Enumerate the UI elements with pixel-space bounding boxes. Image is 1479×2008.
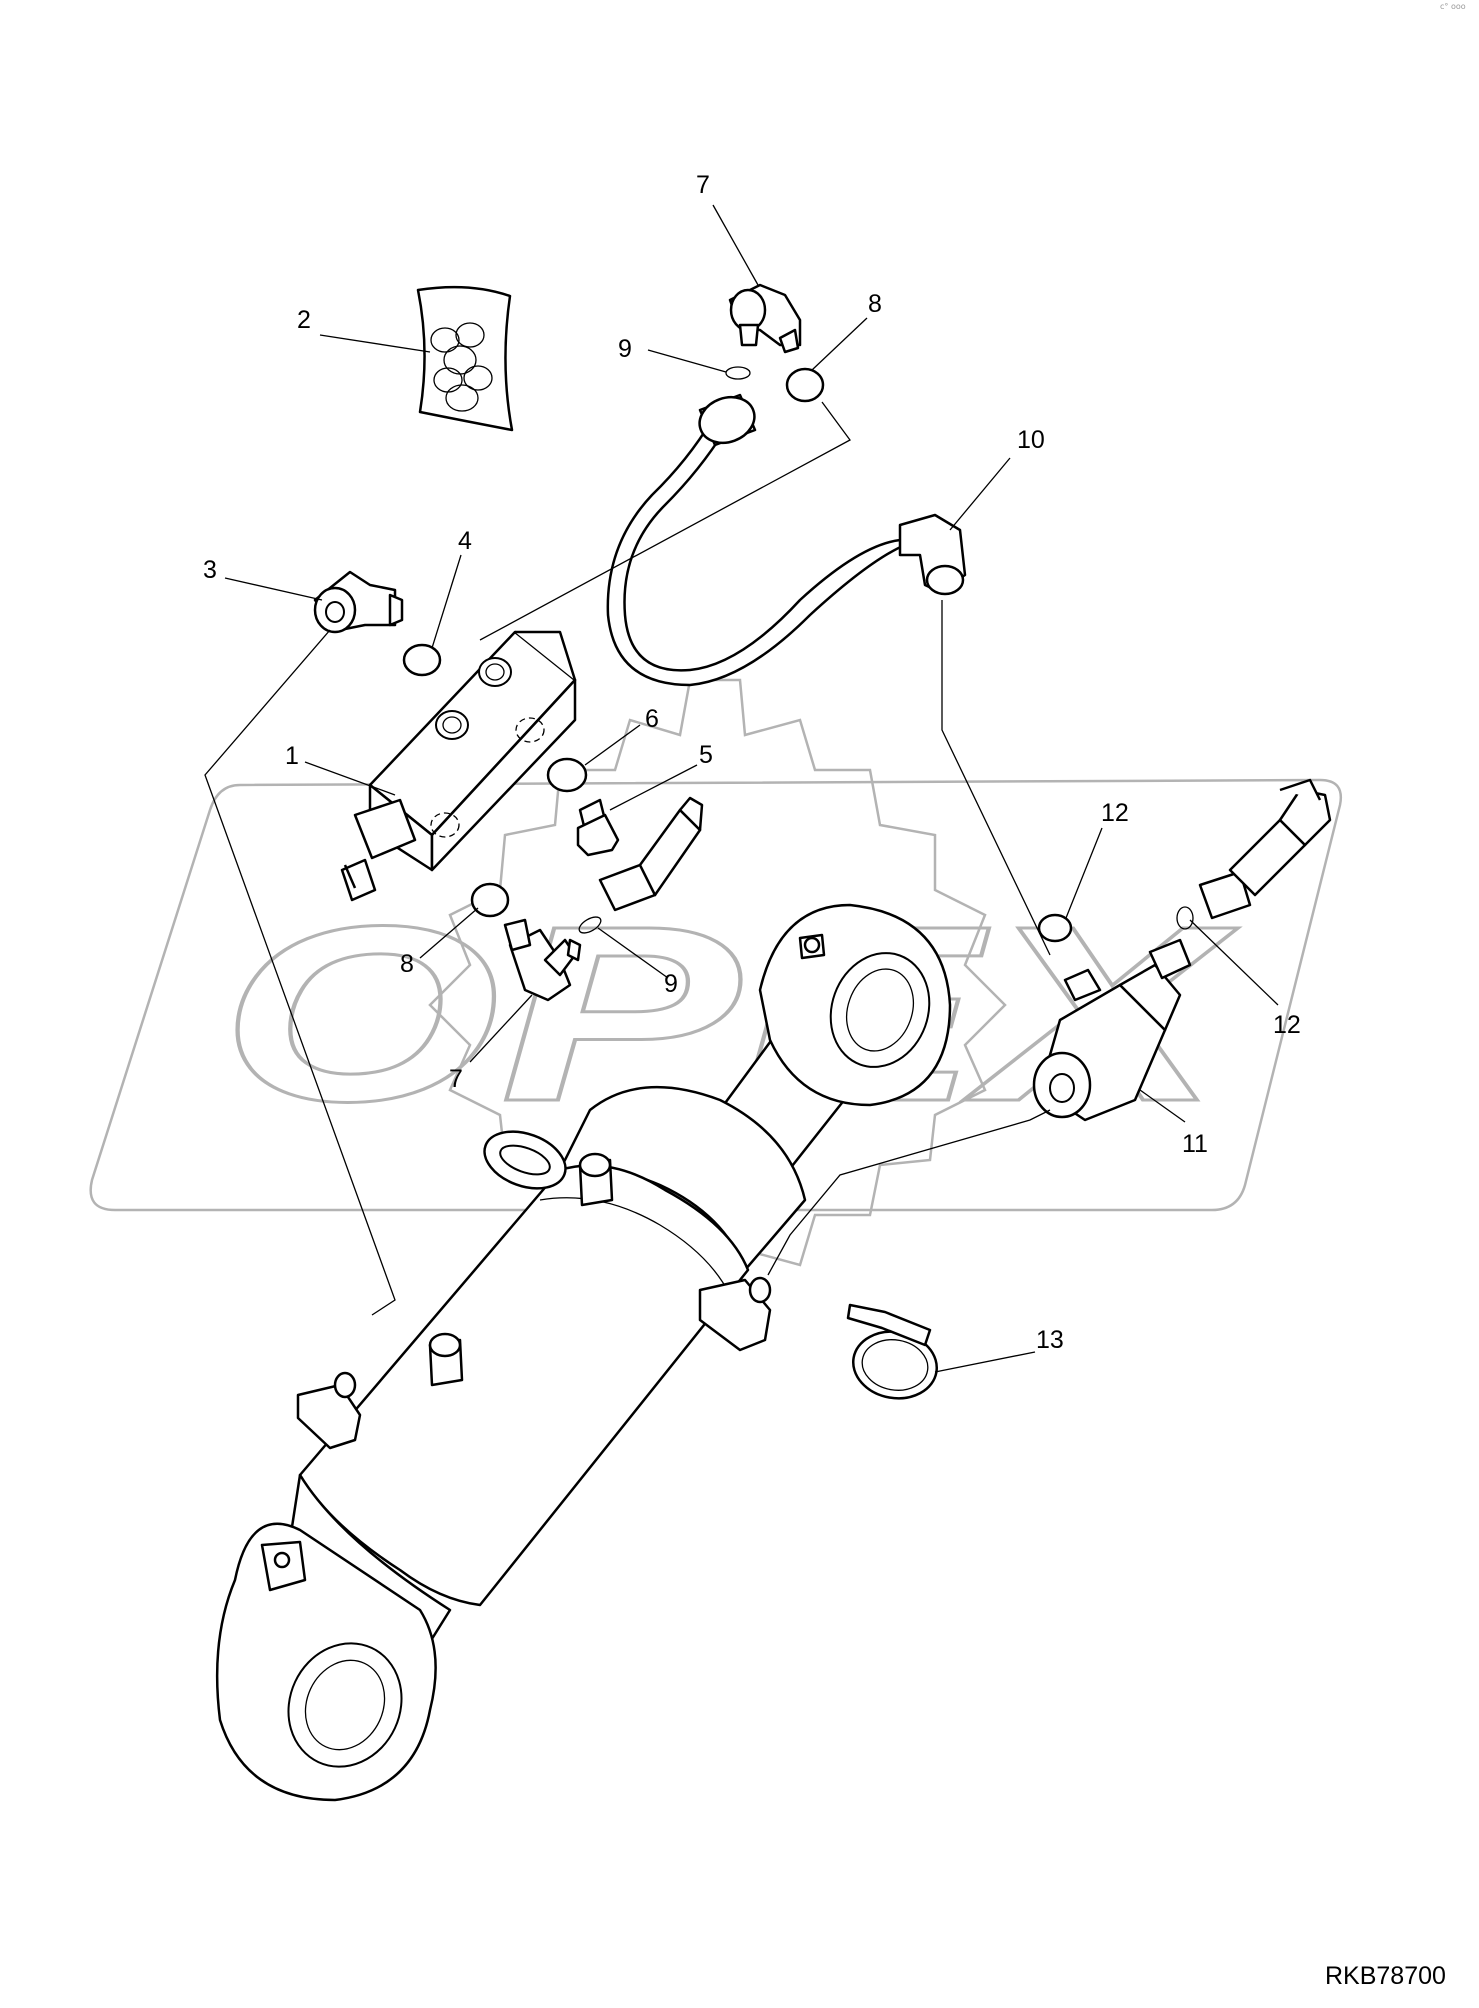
tee-fitting-11 (1032, 938, 1192, 1122)
elbow-fitting-7-upper (728, 283, 802, 354)
rod-end-eye (758, 903, 952, 1107)
rear-clevis-eye (215, 1522, 437, 1802)
tube-stub (598, 796, 704, 912)
callout-11: 11 (1182, 1130, 1208, 1158)
hydraulic-pipe-10 (606, 393, 967, 687)
seal-12-left (1037, 913, 1073, 943)
callout-12-top: 12 (1101, 799, 1129, 827)
seal-12-right (1176, 906, 1194, 930)
callout-7-top: 7 (696, 171, 710, 199)
plug-5 (576, 798, 620, 857)
o-ring-9-lower (578, 916, 602, 934)
elbow-fitting-7-lower (503, 918, 582, 1002)
barrel-boss (428, 1332, 464, 1387)
tube-union-12 (1198, 778, 1332, 920)
barrel-boss (578, 1152, 614, 1207)
callout-9-bottom: 9 (664, 970, 678, 998)
callout-12-bottom: 12 (1273, 1011, 1301, 1039)
assembly-lines (204, 401, 1051, 1316)
corner-mark: c° ooo (1440, 2, 1466, 11)
callout-8-bottom: 8 (400, 950, 414, 978)
valve-block (340, 630, 577, 902)
seal-4 (402, 643, 442, 677)
drawing-code: RKB78700 (1325, 1962, 1446, 1990)
callout-2: 2 (297, 306, 311, 334)
o-ring-9-upper (725, 366, 751, 380)
seal-6 (546, 757, 588, 793)
callout-1: 1 (285, 742, 299, 770)
callout-13: 13 (1036, 1326, 1064, 1354)
callout-7-bottom: 7 (449, 1065, 463, 1093)
callouts: 7 2 8 9 10 3 4 6 5 1 12 8 9 12 7 11 13 (203, 171, 1301, 1373)
callout-3: 3 (203, 556, 217, 584)
seal-8-upper (785, 367, 825, 403)
seal-kit-bag (416, 285, 514, 432)
hydraulic-cylinder (215, 903, 952, 1802)
callout-9-top: 9 (618, 335, 632, 363)
elbow-fitting-3 (313, 570, 404, 634)
callout-8-top: 8 (868, 290, 882, 318)
callout-4: 4 (458, 527, 472, 555)
hose-clamp-13 (846, 1303, 939, 1400)
pipe-elbow (898, 513, 967, 596)
seal-8-lower (470, 882, 510, 918)
callout-5: 5 (699, 741, 713, 769)
callout-10: 10 (1017, 426, 1045, 454)
callout-6: 6 (645, 705, 659, 733)
